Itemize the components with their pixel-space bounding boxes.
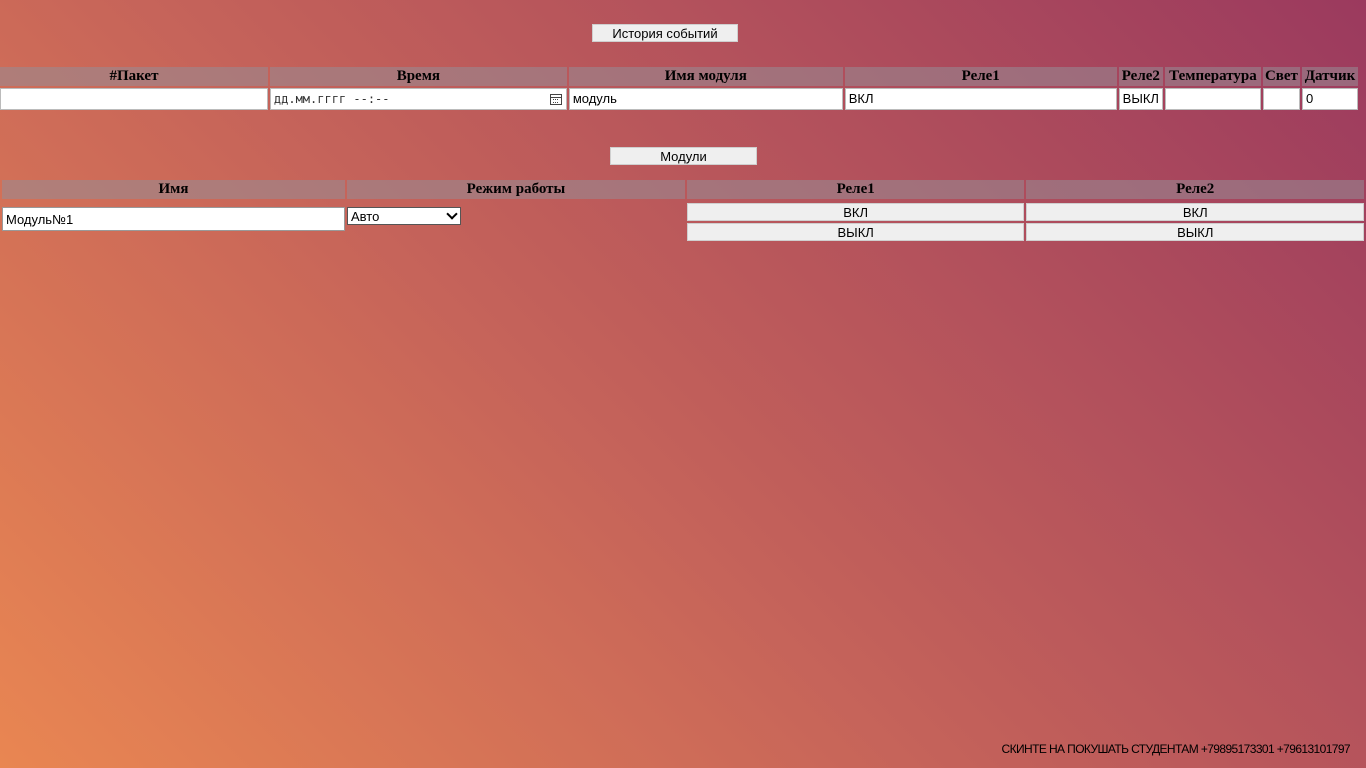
modules-table: Имя Режим работы Реле1 Реле2 Авто ВКЛ ВЫ… [0,178,1366,245]
relay2-cell: ВЫКЛ [1118,88,1163,110]
relay1-off-button[interactable]: ВЫКЛ [686,223,1025,241]
footer-text: СКИНТЕ НА ПОКУШАТЬ СТУДЕНТАМ +7989517330… [1001,742,1351,756]
header-module-name: Имя модуля [568,67,843,86]
table-row: Авто ВКЛ ВЫКЛ ВКЛ ВЫКЛ [2,201,1364,243]
header-mode: Режим работы [347,180,685,199]
temperature-cell [1164,88,1261,110]
light-cell [1262,88,1300,110]
header-relay1: Реле1 [844,67,1117,86]
header-packet: #Пакет [0,67,268,86]
packet-cell [0,88,268,110]
time-input[interactable]: дд.мм.гггг --:-- [269,88,567,110]
time-placeholder: дд.мм.гггг --:-- [273,92,390,106]
header-temperature: Температура [1164,67,1261,86]
mode-select[interactable]: Авто [347,207,461,225]
calendar-icon[interactable] [549,93,562,105]
modules-button[interactable]: Модули [610,147,757,165]
module-name-cell: модуль [568,88,843,110]
relay2-off-button[interactable]: ВЫКЛ [1026,223,1364,241]
chevron-down-icon [446,208,458,220]
header-time: Время [269,67,567,86]
mode-selected-value: Авто [351,208,380,224]
history-button[interactable]: История событий [592,24,738,42]
sensor-cell: 0 [1301,88,1358,110]
header-sensor: Датчик [1301,67,1358,86]
header-light: Свет [1262,67,1300,86]
relay2-on-button[interactable]: ВКЛ [1026,203,1364,221]
header-module-relay1: Реле1 [686,180,1025,199]
relay1-cell: ВКЛ [844,88,1117,110]
table-row: дд.мм.гггг --:-- модуль ВКЛ ВЫКЛ 0 [0,88,1358,110]
relay1-on-button[interactable]: ВКЛ [686,203,1025,221]
history-table: #Пакет Время Имя модуля Реле1 Реле2 Темп… [0,65,1360,112]
module-name-input[interactable] [2,207,345,231]
header-module-relay2: Реле2 [1026,180,1364,199]
header-name: Имя [2,180,345,199]
header-relay2: Реле2 [1118,67,1163,86]
